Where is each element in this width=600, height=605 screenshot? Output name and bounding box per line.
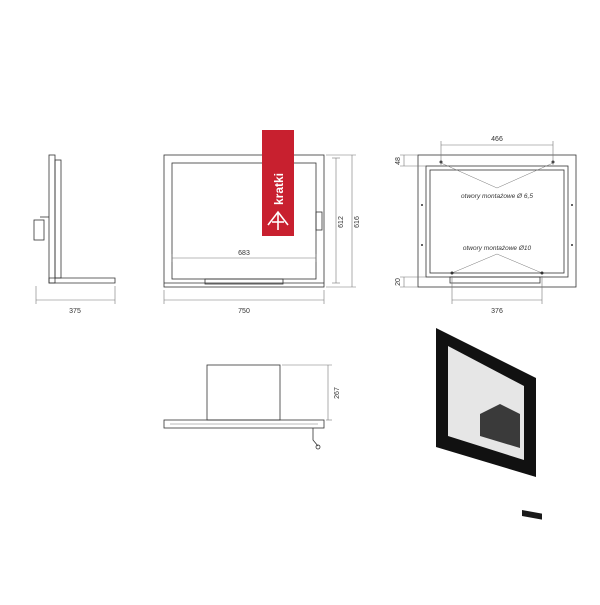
door-3d-render: [436, 328, 542, 520]
brand-logo-text: kratki: [272, 173, 286, 205]
front-view-air-vent: [204, 278, 284, 285]
front-view-inner-height-dimension: [332, 157, 340, 284]
side-view-width-label: 375: [69, 308, 81, 315]
side-view-width-dimension: [35, 286, 116, 304]
back-view-bottom-width-dimension: [451, 276, 543, 304]
top-view-depth-label: 267: [334, 387, 341, 399]
top-view-handle-knob: [315, 444, 321, 450]
back-view-opening: [425, 165, 569, 278]
back-view-offset-dimensions: [400, 154, 426, 288]
front-view-height-dimension: [326, 154, 356, 288]
back-view-bottom-width-label: 376: [491, 308, 503, 315]
back-view-top-width-dimension: [440, 141, 554, 165]
brand-logo-flame-icon: [267, 210, 289, 230]
top-view-door-plate: [163, 419, 325, 429]
front-view-glass: [171, 162, 317, 280]
back-view: [400, 141, 577, 304]
side-view-glass-edge: [54, 159, 62, 279]
back-view-outer-frame: [417, 154, 577, 288]
back-view-mount-lines: [440, 162, 554, 274]
front-view-height-label: 616: [354, 216, 361, 228]
back-view-top-offset-label: 48: [395, 157, 402, 165]
side-view-handle: [33, 219, 45, 241]
front-view-width-dimension: [163, 290, 325, 304]
back-view-bottom-offset-label: 20: [395, 278, 402, 286]
front-view-width-label: 750: [238, 308, 250, 315]
front-view-inner-width-dimension: [171, 254, 317, 262]
render-handle: [522, 510, 542, 520]
back-view-mounting-holes: [421, 160, 573, 275]
render-firebox-interior: [480, 404, 520, 448]
side-view: [33, 154, 116, 304]
back-view-top-width-label: 466: [491, 136, 503, 143]
side-view-bottom-shelf: [48, 277, 116, 284]
back-view-note-large-holes: otwory montażowe Ø10: [463, 245, 532, 252]
back-view-note-small-holes: otwory montażowe Ø 6,5: [461, 193, 533, 200]
front-view-inner-height-label: 612: [338, 216, 345, 228]
back-view-bottom-bracket: [449, 276, 541, 284]
top-view-depth-dimension: [282, 364, 332, 421]
front-view: [163, 154, 356, 304]
back-view-inner-opening: [429, 169, 565, 274]
front-view-inner-width-label: 683: [238, 250, 250, 257]
top-view-firebox: [206, 364, 281, 421]
top-view-handle: [312, 428, 319, 447]
brand-logo: kratki: [262, 130, 294, 236]
front-view-handle: [315, 211, 323, 231]
front-view-outer-frame: [163, 154, 325, 288]
top-view: [163, 364, 332, 450]
side-view-door-frame: [48, 154, 56, 284]
